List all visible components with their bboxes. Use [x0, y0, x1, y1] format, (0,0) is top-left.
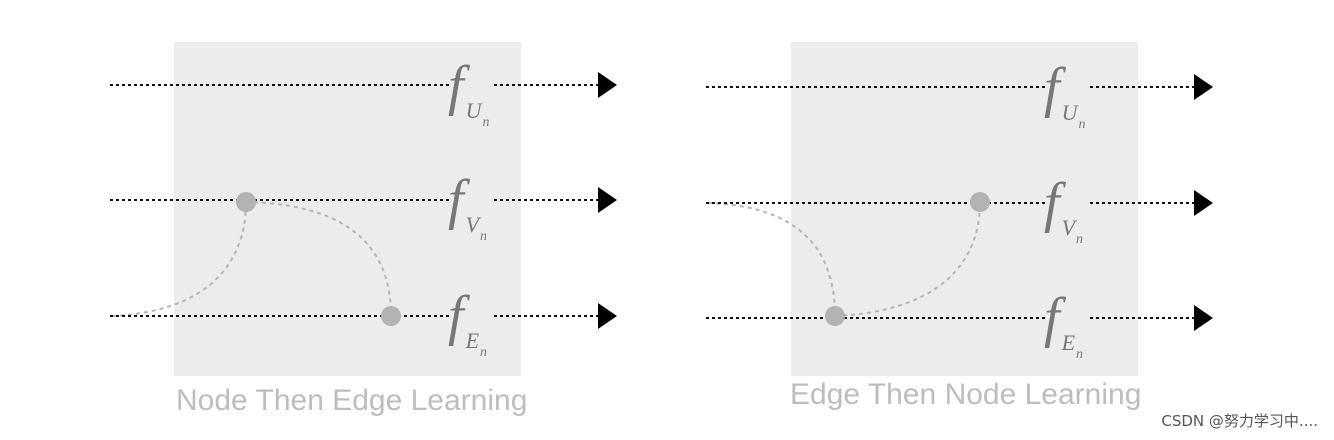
function-subsubscript: n: [482, 115, 489, 130]
function-subsubscript: n: [480, 345, 487, 360]
node-update-point: [970, 192, 990, 212]
arrowhead-u: [1194, 74, 1213, 100]
arrowhead-e: [598, 303, 617, 329]
panel-background: [791, 42, 1138, 376]
connector-curve-input-to-edge: [707, 202, 836, 317]
function-subscript: E: [1061, 330, 1076, 355]
function-subscript: U: [1062, 100, 1080, 125]
function-subscript: U: [466, 98, 484, 123]
edge-update-point: [381, 306, 401, 326]
connector-curve-input-to-node: [111, 201, 247, 317]
connector-curve-edge-to-node: [834, 201, 981, 317]
panel-edge-then-node: fUn fVn fEn: [706, 42, 1213, 376]
function-subsubscript: n: [1078, 117, 1085, 132]
edge-update-point: [825, 306, 845, 326]
node-update-point: [236, 192, 256, 212]
watermark: CSDN @努力学习中....: [1161, 412, 1318, 430]
panel-caption-right: Edge Then Node Learning: [790, 378, 1142, 411]
function-subscript: V: [466, 212, 482, 237]
panel-caption-left: Node Then Edge Learning: [176, 384, 528, 417]
panel-node-then-edge: fUn fVn fEn: [110, 42, 617, 376]
arrowhead-u: [598, 72, 617, 98]
connector-curve-node-to-edge: [245, 201, 392, 317]
function-subsubscript: n: [1076, 232, 1083, 247]
function-subsubscript: n: [480, 229, 487, 244]
arrowhead-e: [1194, 305, 1213, 331]
panel-background: [174, 42, 521, 376]
function-subsubscript: n: [1076, 347, 1083, 362]
arrowhead-v: [598, 187, 617, 213]
arrowhead-v: [1194, 190, 1213, 216]
function-subscript: E: [465, 328, 480, 353]
function-subscript: V: [1062, 215, 1078, 240]
